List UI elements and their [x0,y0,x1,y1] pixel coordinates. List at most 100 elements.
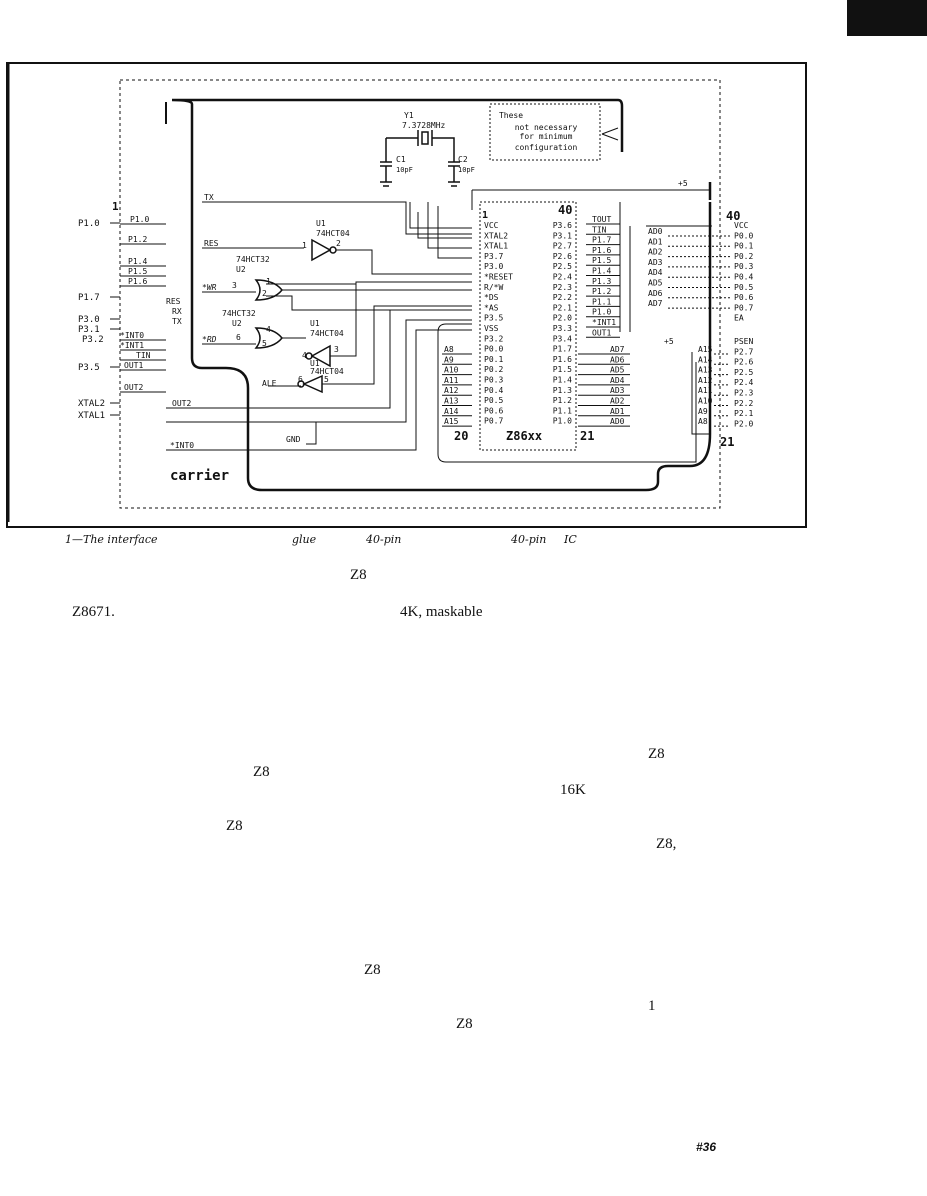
gate-pin: 4 [302,351,307,360]
cap-value: 10pF [458,166,475,174]
bus-label: A8 [444,345,454,354]
gate-pin: 3 [232,281,237,290]
chip-pin-label: P3.0 [484,262,503,271]
bus-label: AD4 [648,268,663,277]
connector-signal-label: P1.5 [128,267,147,276]
chip-pin-label: P2.2 [553,293,572,302]
connector-signal-label: *INT1 [120,341,144,350]
connector-pin-label: P0.5 [734,283,753,292]
connector-pin-label: P2.7 [734,347,753,356]
connector-pin-number: 21 [720,435,734,449]
bus-label: A10 [698,397,713,406]
gate-part: 74HCT32 [222,309,256,318]
chip-pin-label: P1.0 [553,417,572,426]
chip-pin-label: P0.2 [484,365,503,374]
chip-pin-label: P2.5 [553,262,572,271]
chip-pin-label: P0.4 [484,386,503,395]
bus-label: AD3 [610,386,625,395]
schematic-figure: These not necessary for minimum configur… [6,62,807,528]
chip-pin-label: P3.6 [553,221,572,230]
gate-pin: 1 [266,277,271,286]
chip-pin-label: P3.7 [484,252,503,261]
signal-label: TX [204,193,214,202]
page-number: #36 [696,1140,717,1154]
chip-pin-label: P3.2 [484,334,503,343]
body-fragment: Z8, [656,836,677,852]
bus-label: P1.7 [592,236,611,245]
note-text: These not necessary for minimum configur… [499,111,578,152]
figure-frame [6,62,807,528]
connector-signal-label: OUT1 [124,361,143,370]
chip-pin-label: P3.5 [484,314,503,323]
chip-pin-number: 1 [482,210,488,221]
body-fragment: 1 [648,998,656,1014]
chip-pin-label: XTAL1 [484,242,508,251]
chip-pin-label: P3.3 [553,324,572,333]
chip-pin-label: P0.1 [484,355,503,364]
crystal-value: 7.3728MHz [402,121,446,130]
signal-label: OUT2 [172,399,191,408]
connector-signal-label: P1.4 [128,257,147,266]
connector-pin-label: P2.6 [734,358,753,367]
gate-ref: U1 [316,219,326,228]
connector-pin-label: P0.1 [734,242,753,251]
connector-pin-label: P2.1 [734,409,753,418]
page-edge-tab [847,0,927,36]
body-fragment: Z8 [648,746,665,762]
caption-text: 40-pin [366,533,402,546]
chip-pin-label: P2.0 [553,314,572,323]
connector-pin-label: P3.0 [78,315,100,325]
bus-label: AD7 [610,345,625,354]
or-gate-u2b [254,327,283,349]
bus-label: A11 [444,376,459,385]
gate-part: 74HCT32 [236,255,270,264]
bus-label: P1.5 [592,256,611,265]
carrier-outline [171,98,712,492]
bus-label: P1.3 [592,277,611,286]
gate-ref: U1 [310,359,320,368]
caption-text: glue [292,533,317,546]
note-line: not necessary [515,123,578,132]
body-fragment: Z8 [350,567,367,583]
body-fragment: Z8 [226,818,243,834]
bus-label: A12 [444,386,459,395]
connector-signal-label: *INT0 [120,331,144,340]
gate-pin: 3 [334,345,339,354]
note-line: These [499,111,523,120]
gate-part: 74HCT04 [316,229,350,238]
bus-label: AD1 [610,407,625,416]
gate-ref: U2 [232,319,242,328]
connector-pin-label: P0.7 [734,303,753,312]
connector-pin-label: P0.2 [734,252,753,261]
or-gate-u2a [254,279,283,301]
connector-signal-label: TIN [136,351,151,360]
bus-label: P1.0 [592,308,611,317]
bus-label: A14 [698,355,713,364]
connector-pin-label: VCC [734,221,749,230]
bus-label: AD6 [610,355,625,364]
chip-pin-label: P1.6 [553,355,572,364]
connector-pin-label: P2.5 [734,368,753,377]
chip-pin-label: P2.6 [553,252,572,261]
connector-pin-label: P0.0 [734,231,753,240]
bus-label: AD1 [648,237,663,246]
supply-label: +5 [664,337,674,346]
chip-pin-label: VSS [484,324,499,333]
note-line: configuration [515,143,578,152]
note-line: for minimum [520,132,573,141]
carrier-label: carrier [170,468,229,484]
chip-pin-label: P1.7 [553,345,572,354]
gate-part: 74HCT04 [310,329,344,338]
gate-pin: 6 [236,333,241,342]
connector-signal-label: P1.6 [128,277,147,286]
bus-label: *INT1 [592,318,616,327]
signal-label: ALE [262,379,277,388]
bus-label: AD7 [648,299,663,308]
body-fragment: 4K, maskable [400,604,483,620]
connector-signal-label: OUT2 [124,383,143,392]
wires [166,201,712,463]
chip-pin-label: P0.5 [484,396,503,405]
bus-label: AD5 [610,366,625,375]
connector-pin-label: XTAL1 [78,411,105,421]
caption-text: 40-pin [511,533,547,546]
